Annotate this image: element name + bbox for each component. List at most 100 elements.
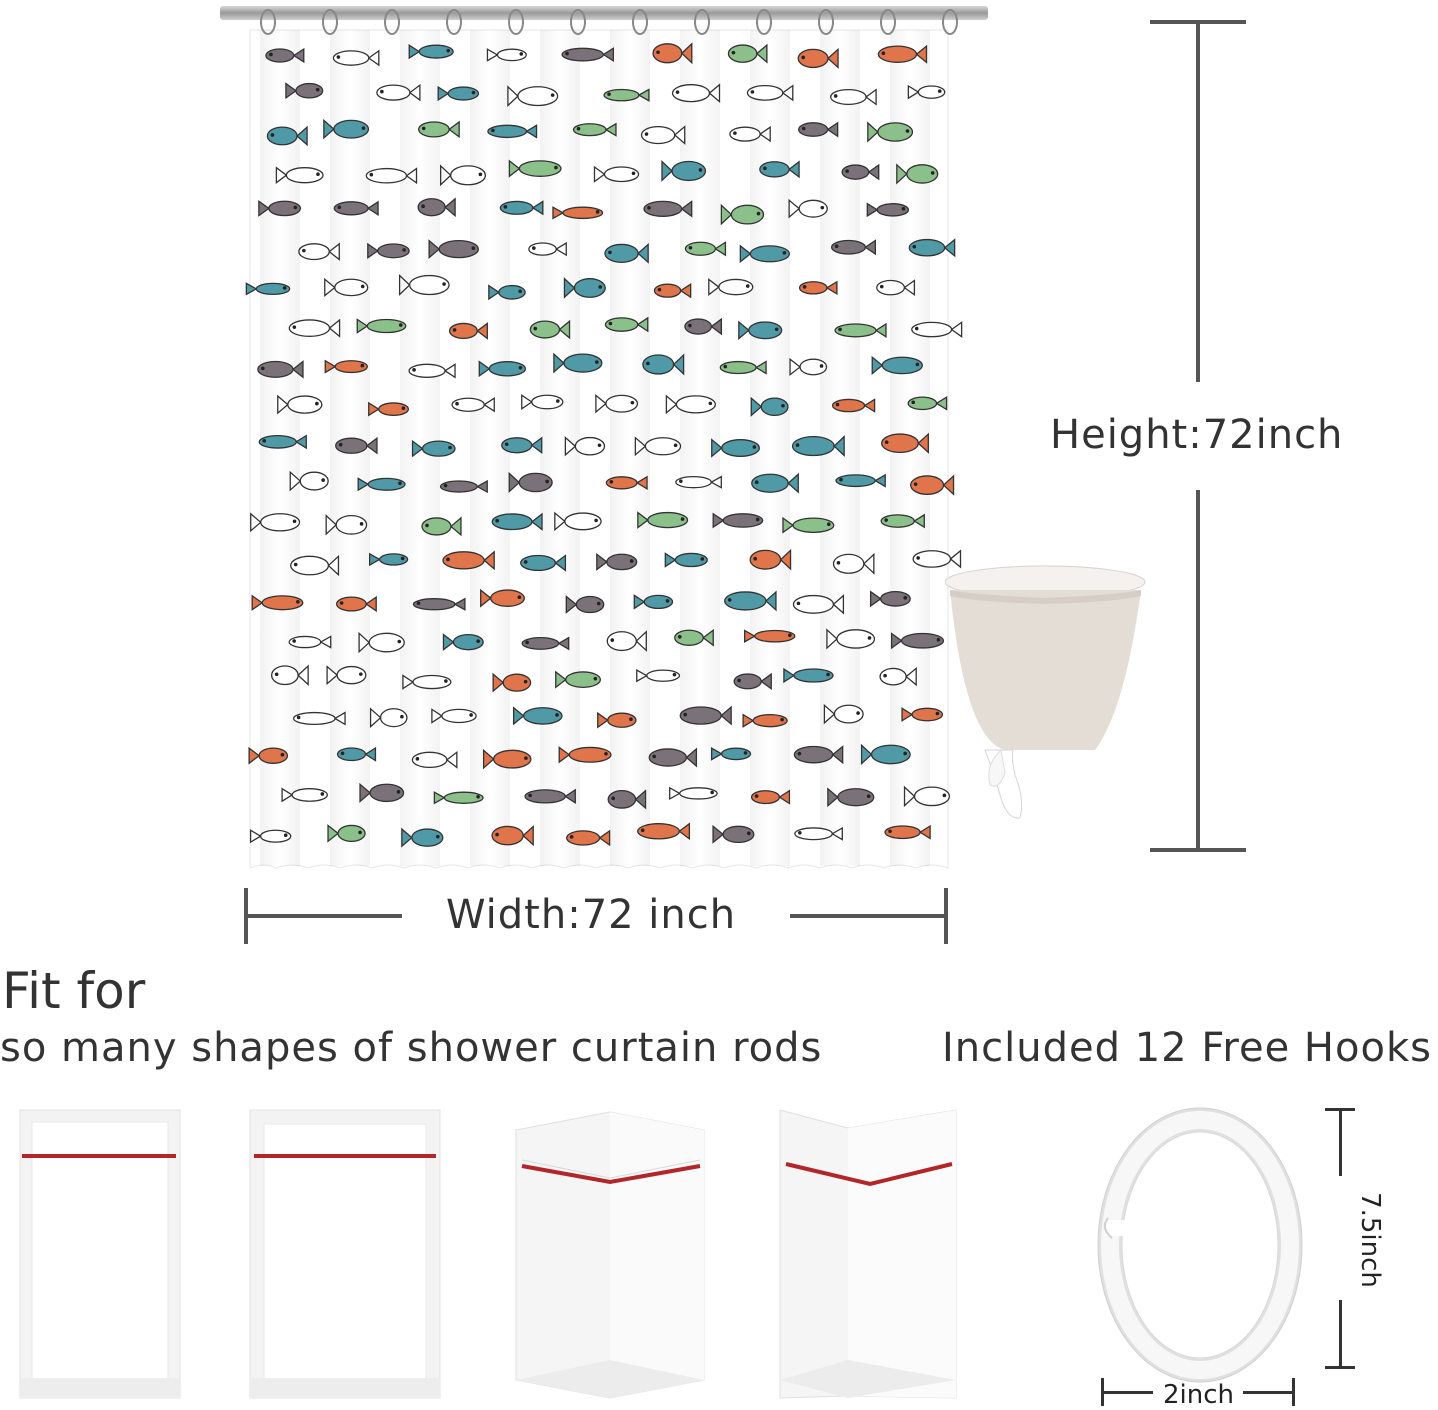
fish-motif [356, 318, 407, 334]
curtain-ring [260, 9, 276, 35]
fish-motif [884, 824, 931, 840]
height-label: Height:72inch [1050, 412, 1344, 458]
fish-motif [684, 241, 727, 257]
fish-motif [733, 672, 772, 691]
fish-motif [712, 512, 764, 529]
fish-motif [669, 786, 718, 801]
fish-motif [402, 674, 452, 690]
fish-motif [724, 590, 777, 612]
hook-width-line-left [1101, 1391, 1153, 1394]
fish-motif [501, 436, 543, 454]
fish-motif [674, 628, 714, 647]
fish-motif [288, 635, 332, 649]
fish-motif [250, 512, 301, 533]
fish-motif [835, 473, 886, 488]
fish-motif [442, 633, 484, 651]
fish-motif [327, 824, 366, 843]
fish-motif [408, 363, 456, 379]
fish-motif [418, 120, 460, 139]
fish-motif [751, 472, 799, 494]
fish-motif [335, 595, 377, 613]
fish-motif [711, 438, 761, 458]
fish-motif [412, 597, 466, 611]
fish-motif [823, 703, 864, 725]
fish-motif [359, 782, 405, 803]
fish-motif [712, 824, 755, 844]
fish-motif [281, 787, 328, 803]
hook-width-right-tick [1292, 1378, 1295, 1406]
fish-motif [605, 475, 648, 490]
curtain-ring [384, 9, 400, 35]
fish-motif [742, 713, 788, 728]
fish-motif [487, 124, 538, 139]
fish-motif [788, 198, 828, 219]
fish-motif [437, 85, 480, 102]
corner-rod-illustration-2 [778, 1108, 960, 1406]
bathtub-image [944, 560, 1155, 830]
fish-motif [333, 200, 379, 217]
fish-motif [376, 83, 421, 102]
fish-motif [782, 516, 835, 534]
fish-motif [604, 242, 649, 264]
fish-motif [249, 829, 292, 844]
fish-motif [653, 282, 692, 299]
fish-motif [708, 278, 754, 296]
height-dimension-line-top [1196, 22, 1200, 382]
hooks-title: Included 12 Free Hooks [942, 1025, 1432, 1071]
fish-motif [910, 474, 955, 496]
fish-motif [292, 711, 346, 726]
fish-motif [832, 552, 875, 575]
fish-motif [439, 479, 488, 494]
fish-motif [440, 164, 487, 187]
fish-motif [869, 590, 911, 608]
fish-motif [448, 322, 488, 340]
fish-motif [275, 166, 324, 184]
fish-motif [552, 206, 604, 220]
fish-motif [488, 284, 526, 301]
curtain-rod [220, 6, 988, 20]
curtain-ring [818, 9, 834, 35]
fish-motif [529, 319, 571, 340]
fish-motif [324, 277, 369, 297]
fish-motif [258, 434, 307, 450]
fish-motif [596, 552, 638, 571]
fish-motif [860, 743, 911, 766]
fish-motif [597, 711, 637, 729]
fish-motif [907, 84, 946, 100]
height-dimension-line-bottom [1196, 490, 1200, 850]
fish-motif [634, 436, 682, 457]
fish-motif [564, 436, 606, 457]
curtain-svg [220, 6, 988, 869]
fish-motif [554, 511, 602, 532]
hook-width-label: 2inch [1163, 1380, 1235, 1410]
height-dimension-bottom-tick [1150, 848, 1246, 852]
fish-motif [750, 789, 791, 805]
curtain-ring [756, 9, 772, 35]
fish-motif [358, 631, 405, 654]
fish-motif [794, 826, 843, 841]
fish-motif [908, 238, 956, 258]
fish-motif [324, 359, 368, 374]
curtain-ring [632, 9, 648, 35]
fish-motif [323, 118, 370, 140]
fish-motif [727, 43, 768, 64]
fish-motif [368, 401, 410, 417]
fish-motif [636, 669, 681, 683]
fish-motif [642, 353, 685, 376]
fish-motif [720, 203, 765, 226]
fish-motif [665, 394, 716, 415]
fish-motif [652, 42, 693, 65]
fish-motif [508, 159, 562, 178]
curtain-ring [446, 9, 462, 35]
curtain-ring [570, 9, 586, 35]
fish-motif [739, 244, 791, 264]
fish-motif [866, 202, 910, 218]
fish-motif [499, 200, 544, 216]
fish-motif [759, 160, 800, 179]
fish-motif [520, 554, 567, 572]
fish-motif [793, 745, 844, 765]
fish-motif [912, 549, 962, 569]
fit-subtitle: so many shapes of shower curtain rods [0, 1025, 823, 1071]
fish-motif [679, 705, 732, 726]
fish-motif [528, 241, 567, 257]
